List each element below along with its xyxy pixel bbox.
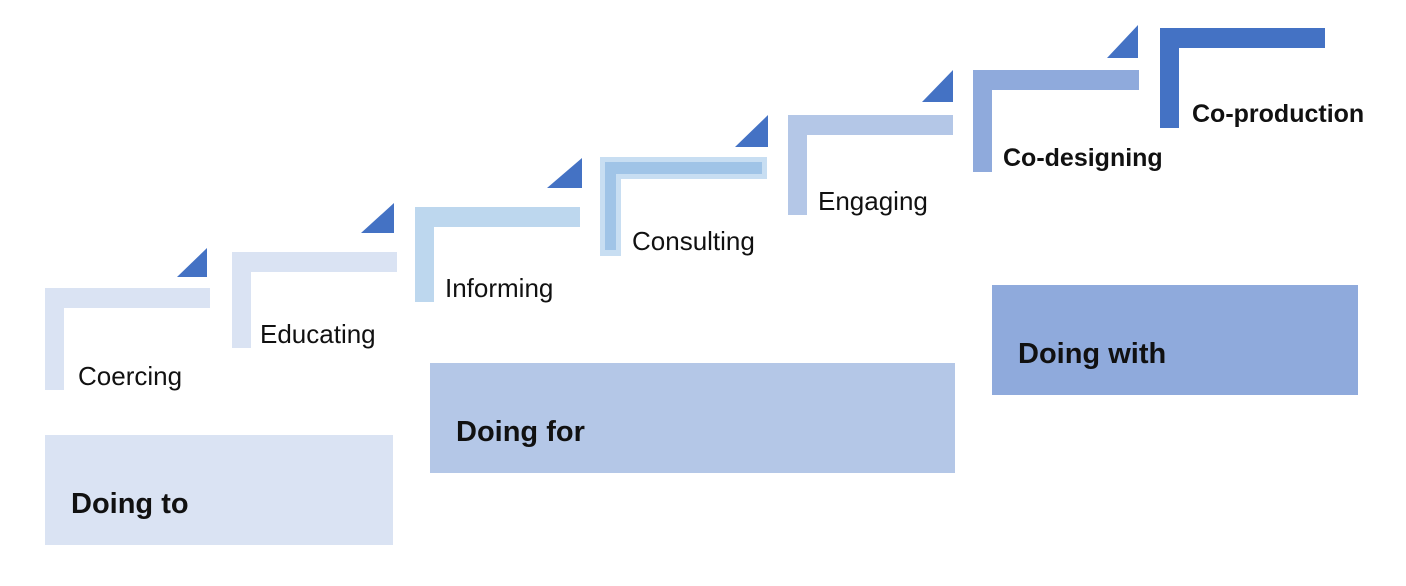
step-bracket-co-production: [1160, 28, 1325, 128]
phase-label-doing-for: Doing for: [456, 416, 585, 448]
step-label-engaging: Engaging: [818, 186, 928, 216]
phase-label-doing-with: Doing with: [1018, 338, 1167, 370]
phase-box-doing-to: Doing to: [45, 435, 393, 545]
step-bracket-engaging: [788, 115, 953, 215]
step-bracket-co-designing: [973, 70, 1139, 172]
step-up-triangle-icon: [922, 70, 953, 102]
step-label-co-production: Co-production: [1192, 100, 1365, 128]
step-up-triangle-icon: [735, 115, 768, 147]
step-bracket-informing: [415, 207, 580, 302]
step-bracket-consulting-inner: [605, 162, 762, 250]
step-bracket-coercing: [45, 288, 210, 390]
phase-box-doing-for: Doing for: [430, 363, 955, 473]
step-label-coercing: Coercing: [78, 361, 183, 391]
step-up-triangle-icon: [547, 158, 582, 188]
phase-label-doing-to: Doing to: [71, 488, 189, 520]
phase-box-doing-with: Doing with: [992, 285, 1358, 395]
step-up-triangle-icon: [361, 203, 394, 233]
step-label-informing: Informing: [445, 273, 554, 303]
step-up-triangle-icon: [177, 248, 207, 277]
step-label-co-designing: Co-designing: [1003, 144, 1163, 172]
step-label-educating: Educating: [260, 319, 376, 349]
step-up-triangle-icon: [1107, 25, 1138, 58]
step-bracket-educating: [232, 252, 397, 348]
step-label-consulting: Consulting: [632, 226, 755, 256]
